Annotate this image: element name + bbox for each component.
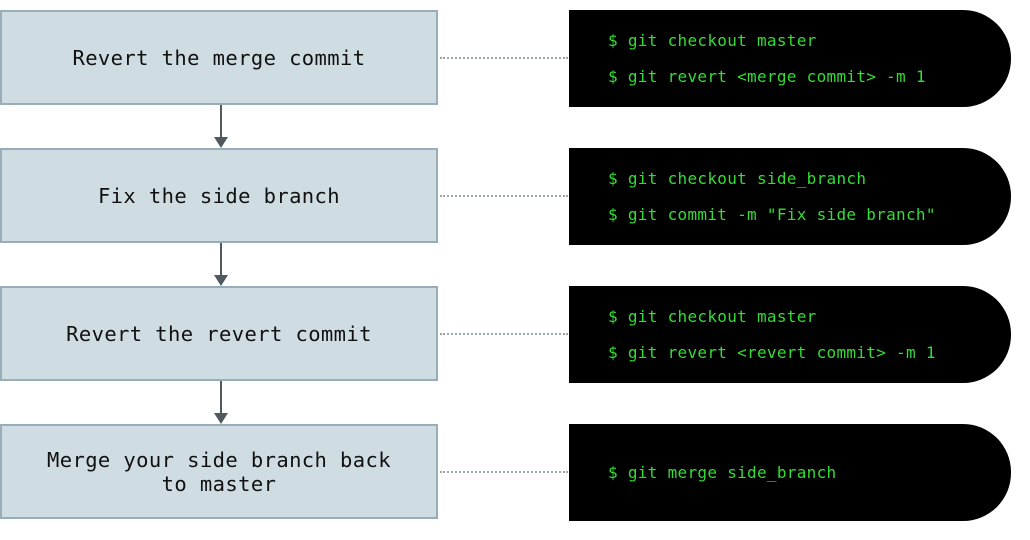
step-box-merge-back: Merge your side branch back to master [0, 424, 438, 519]
command-line: $ git checkout master [608, 307, 817, 326]
dotted-connector [440, 333, 568, 335]
dotted-connector [440, 195, 568, 197]
step-label: Revert the merge commit [72, 45, 366, 70]
down-arrow [214, 381, 228, 424]
step-box-revert-revert: Revert the revert commit [0, 286, 438, 381]
terminal-panel: $ git checkout master $ git revert <reve… [569, 286, 1011, 383]
down-arrow [214, 105, 228, 148]
command-line: $ git commit -m "Fix side branch" [608, 205, 936, 224]
step-label: Revert the revert commit [66, 321, 372, 346]
dotted-connector [440, 471, 568, 473]
step-box-revert-merge: Revert the merge commit [0, 10, 438, 105]
step-label: Merge your side branch back to master [46, 447, 392, 496]
command-line: $ git revert <merge commit> -m 1 [608, 67, 926, 86]
command-line: $ git merge side_branch [608, 463, 837, 482]
down-arrow [214, 243, 228, 286]
command-line: $ git checkout master [608, 31, 817, 50]
step-label: Fix the side branch [97, 183, 341, 208]
terminal-panel: $ git checkout master $ git revert <merg… [569, 10, 1011, 107]
step-box-fix-side-branch: Fix the side branch [0, 148, 438, 243]
terminal-panel: $ git checkout side_branch $ git commit … [569, 148, 1011, 245]
command-line: $ git revert <revert commit> -m 1 [608, 343, 936, 362]
command-line: $ git checkout side_branch [608, 169, 867, 188]
dotted-connector [440, 57, 568, 59]
terminal-panel: $ git merge side_branch [569, 424, 1011, 521]
